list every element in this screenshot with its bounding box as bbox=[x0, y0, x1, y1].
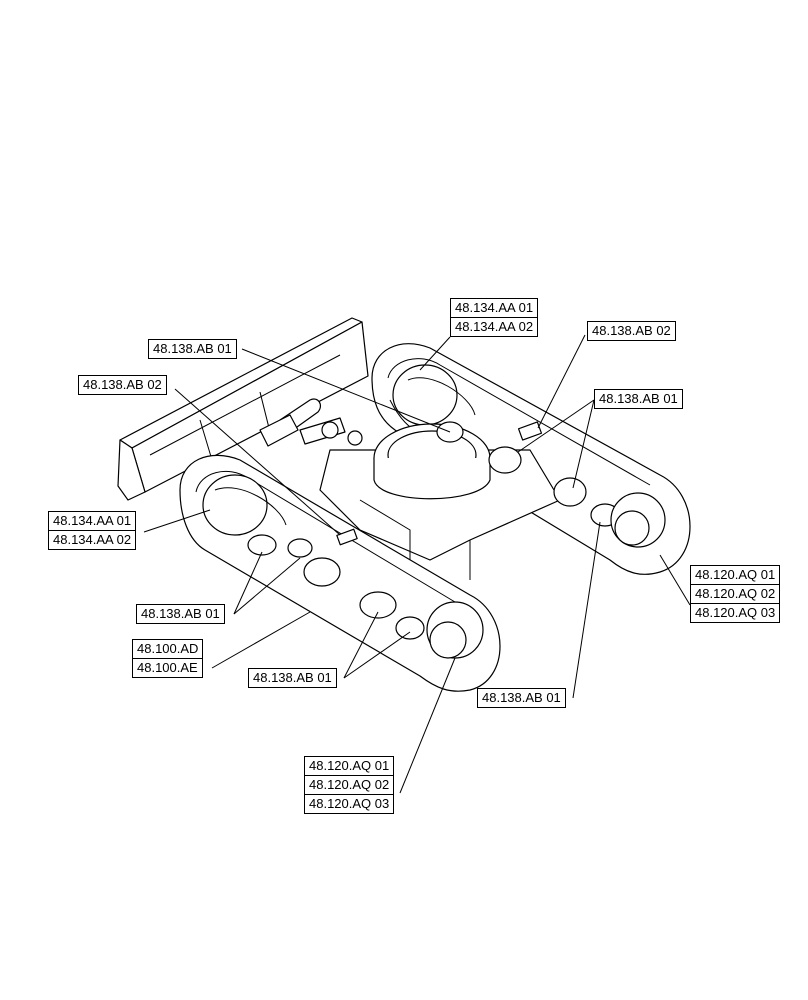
callout-row[interactable]: 48.138.AB 01 bbox=[253, 670, 332, 685]
track-rollers bbox=[247, 421, 620, 640]
dozer-blade bbox=[117, 317, 369, 501]
callout-track-frame-left[interactable]: 48.134.AA 01 48.134.AA 02 bbox=[48, 511, 137, 550]
callout-row[interactable]: 48.138.AB 01 bbox=[141, 606, 220, 621]
callout-row[interactable]: 48.134.AA 01 bbox=[53, 513, 132, 528]
callout-roller-right[interactable]: 48.138.AB 01 bbox=[477, 688, 566, 708]
callout-sprocket-left[interactable]: 48.120.AQ 01 48.120.AQ 02 48.120.AQ 03 bbox=[304, 756, 395, 814]
callout-row[interactable]: 48.120.AQ 03 bbox=[305, 794, 394, 813]
callout-row[interactable]: 48.120.AQ 01 bbox=[309, 758, 390, 773]
callout-row[interactable]: 48.138.AB 01 bbox=[153, 341, 232, 356]
callout-row[interactable]: 48.134.AA 01 bbox=[455, 300, 534, 315]
callout-row[interactable]: 48.100.AD bbox=[137, 641, 199, 656]
callout-roller-front[interactable]: 48.138.AB 01 bbox=[248, 668, 337, 688]
sprockets bbox=[426, 492, 666, 659]
car-body bbox=[319, 423, 561, 580]
callout-row[interactable]: 48.138.AB 02 bbox=[83, 377, 162, 392]
callout-row[interactable]: 48.120.AQ 01 bbox=[695, 567, 776, 582]
callout-row[interactable]: 48.100.AE bbox=[133, 658, 203, 677]
leader-lines bbox=[143, 334, 691, 794]
callout-roller-upper-left[interactable]: 48.138.AB 01 bbox=[148, 339, 237, 359]
callout-row[interactable]: 48.138.AB 02 bbox=[592, 323, 671, 338]
callout-row[interactable]: 48.134.AA 02 bbox=[49, 530, 136, 549]
callout-row[interactable]: 48.120.AQ 03 bbox=[691, 603, 780, 622]
callout-row[interactable]: 48.138.AB 01 bbox=[482, 690, 561, 705]
callout-hose-left[interactable]: 48.138.AB 02 bbox=[78, 375, 167, 395]
callout-hose-right[interactable]: 48.138.AB 02 bbox=[587, 321, 676, 341]
callout-row[interactable]: 48.120.AQ 02 bbox=[305, 775, 394, 794]
callout-track[interactable]: 48.100.AD 48.100.AE bbox=[132, 639, 204, 678]
callout-roller-left[interactable]: 48.138.AB 01 bbox=[136, 604, 225, 624]
callout-row[interactable]: 48.134.AA 02 bbox=[451, 317, 538, 336]
callout-row[interactable]: 48.120.AQ 02 bbox=[691, 584, 780, 603]
callout-roller-upper-right[interactable]: 48.138.AB 01 bbox=[594, 389, 683, 409]
callout-sprocket-right[interactable]: 48.120.AQ 01 48.120.AQ 02 48.120.AQ 03 bbox=[690, 565, 781, 623]
callout-track-frame-right[interactable]: 48.134.AA 01 48.134.AA 02 bbox=[450, 298, 539, 337]
callout-row[interactable]: 48.138.AB 01 bbox=[599, 391, 678, 406]
hydraulic-lines bbox=[259, 398, 363, 447]
